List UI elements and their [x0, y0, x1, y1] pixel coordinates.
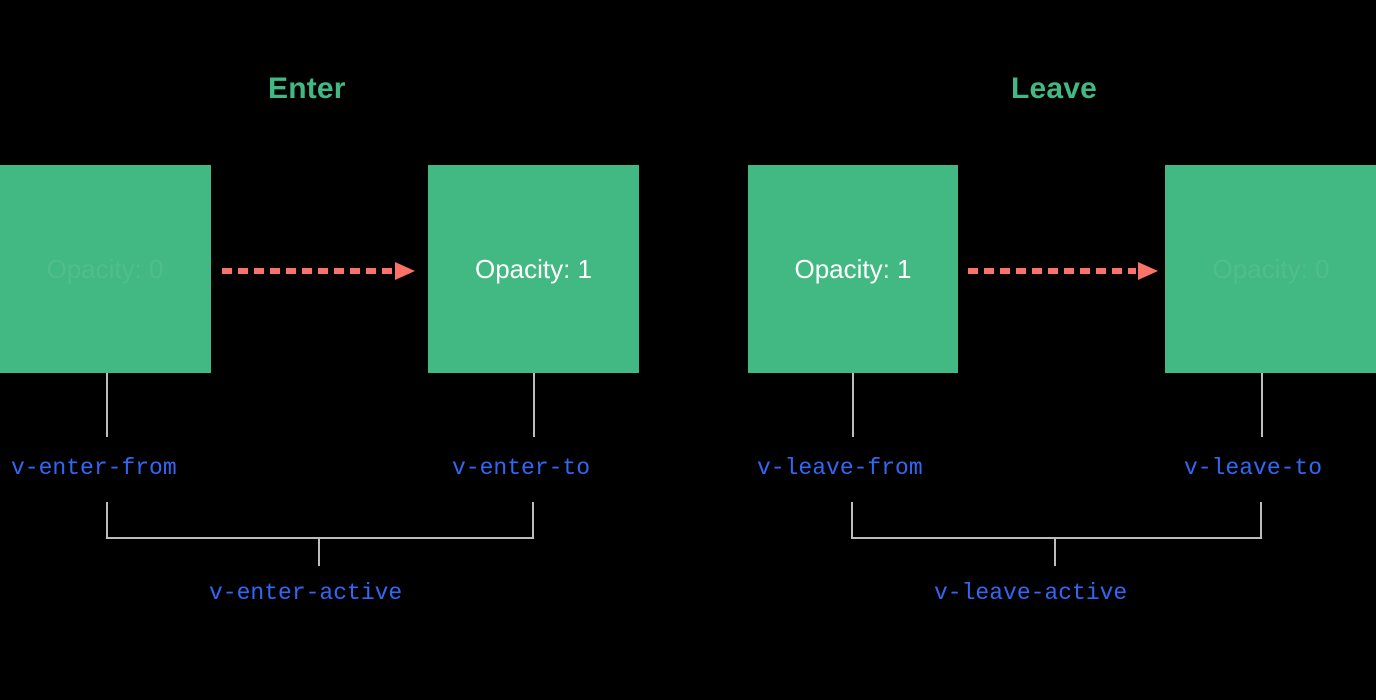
class-label-enter-to: v-enter-to [452, 455, 591, 481]
active-bracket-stem-leave [1054, 537, 1056, 566]
active-bracket-enter [106, 502, 534, 539]
active-bracket-stem-enter [318, 537, 320, 566]
class-label-leave-active: v-leave-active [934, 580, 1128, 606]
section-heading-enter: Enter [268, 72, 346, 105]
transition-arrow-leave [968, 262, 1158, 280]
class-label-leave-from: v-leave-from [757, 455, 923, 481]
state-box-label: Opacity: 0 [1212, 254, 1330, 284]
arrow-head-icon [1138, 262, 1158, 280]
class-label-enter-active: v-enter-active [209, 580, 403, 606]
state-box-leave-from: Opacity: 1 [748, 165, 958, 373]
connector-tick-leave-from [852, 373, 854, 437]
state-box-leave-to: Opacity: 0 [1165, 165, 1376, 373]
class-label-enter-from: v-enter-from [11, 455, 177, 481]
connector-tick-enter-to [533, 373, 535, 437]
state-box-label: Opacity: 1 [474, 254, 593, 284]
transition-arrow-enter [222, 262, 415, 280]
state-box-enter-to: Opacity: 1 [428, 165, 639, 373]
arrow-head-icon [395, 262, 415, 280]
dashed-line-icon [222, 268, 393, 274]
dashed-line-icon [968, 268, 1136, 274]
class-label-leave-to: v-leave-to [1184, 455, 1323, 481]
connector-tick-leave-to [1261, 373, 1263, 437]
state-box-enter-from: Opacity: 0 [0, 165, 211, 373]
connector-tick-enter-from [106, 373, 108, 437]
state-box-label: Opacity: 1 [794, 254, 912, 284]
state-box-label: Opacity: 0 [46, 254, 164, 284]
section-heading-leave: Leave [1011, 72, 1098, 105]
active-bracket-leave [851, 502, 1262, 539]
